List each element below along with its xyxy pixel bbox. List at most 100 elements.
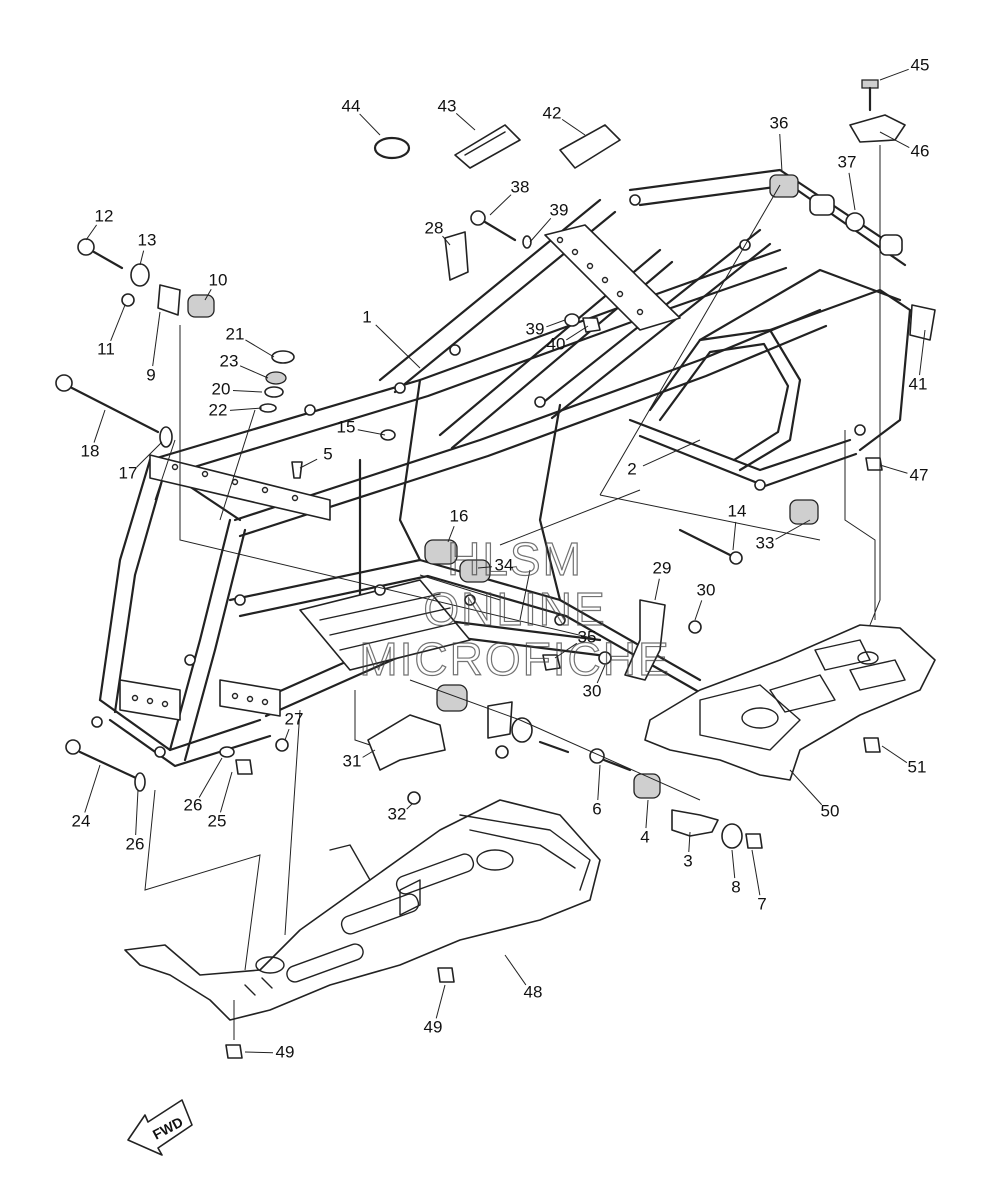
callout-39-washer: 39 — [526, 319, 545, 338]
callout-3-engine-bracket-rear: 3 — [683, 851, 692, 870]
alignment-lines — [144, 145, 881, 1040]
callout-leader-49 — [435, 984, 446, 1019]
callout-16-rubber-mount: 16 — [450, 506, 469, 525]
callout-1-frame-comp: 1 — [362, 307, 371, 326]
callout-leader-34 — [477, 566, 493, 569]
callout-leader-7 — [751, 849, 761, 896]
watermark-line-1: HLSM — [447, 533, 583, 585]
callout-leader-35 — [554, 642, 578, 659]
callout-leader-33 — [775, 519, 811, 540]
callout-leader-50 — [789, 769, 823, 806]
callout-leader-6 — [597, 764, 601, 801]
callout-40-nut: 40 — [547, 334, 566, 353]
callout-41-plate: 41 — [909, 374, 928, 393]
callout-leader-49 — [244, 1051, 274, 1054]
callout-51-bolt: 51 — [908, 757, 927, 776]
callout-48-front-skid-plate: 48 — [524, 982, 543, 1001]
callout-leader-23 — [239, 365, 269, 379]
frame-assembly — [91, 168, 912, 768]
callout-49-bolt: 49 — [276, 1042, 295, 1061]
callout-17-washer: 17 — [119, 463, 138, 482]
callout-38-bolt: 38 — [511, 177, 530, 196]
callout-36-bushing: 36 — [770, 113, 789, 132]
callout-leader-10 — [204, 289, 212, 301]
callout-4-rubber-damper: 4 — [640, 827, 649, 846]
callout-11-bolt: 11 — [97, 339, 115, 358]
callout-8-collar: 8 — [731, 877, 740, 896]
callout-24-bolt: 24 — [72, 811, 91, 830]
small-parts — [55, 79, 936, 1059]
callout-46-bolt: 46 — [911, 141, 930, 160]
watermark: HLSM ONLINE MICROFICHE — [359, 532, 670, 685]
fwd-direction-arrow: FWD — [127, 1099, 193, 1156]
callout-leader-29 — [654, 578, 660, 601]
callout-leader-3 — [688, 831, 691, 853]
callout-39-washer: 39 — [550, 200, 569, 219]
callout-leader-28 — [442, 235, 451, 246]
callout-23-damper: 23 — [220, 351, 239, 370]
callout-leader-43 — [455, 112, 476, 131]
callout-34-damper: 34 — [495, 555, 514, 574]
callout-33-bushing: 33 — [756, 533, 775, 552]
callout-leader-12 — [85, 224, 98, 241]
callout-13-collar: 13 — [138, 230, 157, 249]
callout-leader-30 — [596, 664, 606, 684]
callout-leader-22 — [229, 407, 263, 411]
callout-14-bolt: 14 — [728, 501, 747, 520]
callout-30-bolt: 30 — [697, 580, 716, 599]
callout-6-bolt: 6 — [592, 799, 601, 818]
callout-leader-32 — [406, 803, 413, 810]
callout-leader-44 — [359, 113, 381, 136]
callout-leader-18 — [93, 409, 106, 443]
callout-27-bolt: 27 — [285, 709, 304, 728]
callout-10-rubber-damper: 10 — [209, 270, 228, 289]
callout-leader-21 — [245, 339, 275, 358]
callout-30-bolt: 30 — [583, 681, 602, 700]
callout-leader-26 — [198, 757, 223, 798]
callout-leader-16 — [447, 525, 455, 543]
callout-32-bolt: 32 — [388, 804, 407, 823]
callout-leader-24 — [84, 764, 101, 813]
callout-leader-42 — [561, 118, 586, 136]
callout-leader-17 — [136, 441, 163, 468]
callout-37-collar: 37 — [838, 152, 857, 171]
callout-44-o-ring: 44 — [342, 96, 361, 115]
callout-43-holder: 43 — [438, 96, 457, 115]
callout-leader-38 — [489, 194, 512, 216]
callout-leader-39 — [529, 217, 552, 243]
callout-45-bracket: 45 — [911, 55, 930, 74]
callout-2-rear-frame-crossmember: 2 — [627, 459, 636, 478]
callout-20-collar: 20 — [212, 379, 231, 398]
callout-leader-30 — [694, 600, 703, 621]
callout-15-grommet: 15 — [337, 417, 356, 436]
callout-29-bracket: 29 — [653, 558, 672, 577]
callout-leader-15 — [357, 429, 386, 436]
callout-49-bolt: 49 — [424, 1017, 443, 1036]
callout-leader-25 — [219, 771, 233, 813]
callout-leader-51 — [881, 745, 908, 764]
callout-12-bolt: 12 — [95, 206, 114, 225]
rear-skid-plate — [644, 624, 936, 781]
callout-26-washer: 26 — [126, 834, 145, 853]
callout-leader-8 — [731, 849, 736, 879]
callout-leader-37 — [848, 172, 856, 211]
callout-leader-11 — [110, 304, 126, 341]
callout-leader-4 — [645, 799, 649, 829]
callout-leader-48 — [504, 954, 527, 986]
callout-26-washer: 26 — [184, 795, 203, 814]
callout-leader-39 — [546, 319, 566, 328]
callout-5-clip: 5 — [323, 444, 332, 463]
callout-leader-2 — [642, 439, 701, 467]
callout-leader-47 — [879, 464, 908, 474]
callout-42-cover: 42 — [543, 103, 562, 122]
callout-leader-36 — [779, 133, 783, 173]
callout-25-nut: 25 — [208, 811, 227, 830]
callout-7-nut: 7 — [757, 894, 766, 913]
callout-21-washer: 21 — [226, 324, 245, 343]
callout-leader-40 — [566, 325, 589, 341]
callout-leader-14 — [732, 521, 737, 551]
callout-18-long-bolt: 18 — [81, 441, 100, 460]
callout-leader-1 — [375, 324, 421, 369]
